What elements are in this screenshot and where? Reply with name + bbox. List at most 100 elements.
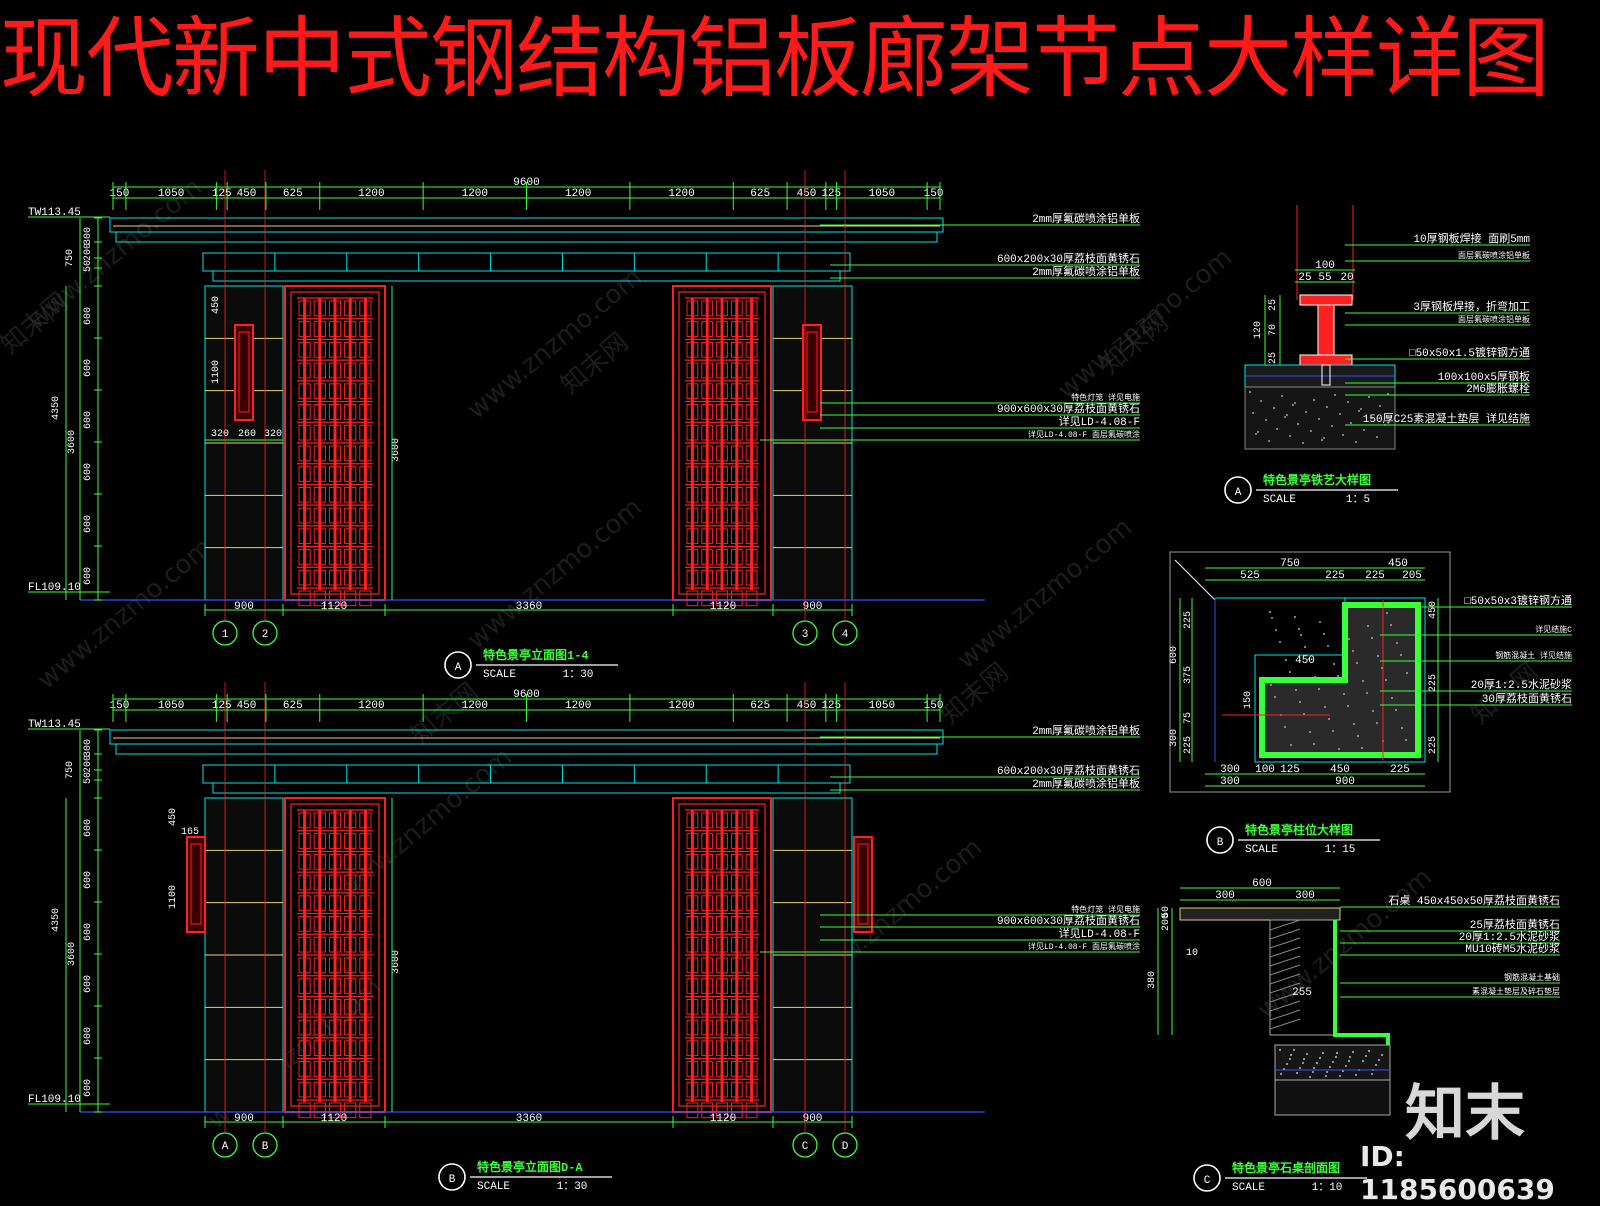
elevation2-screen-cell bbox=[328, 1040, 342, 1057]
detail-b-dim: 100 bbox=[1255, 764, 1275, 776]
elevation2-screen-cell bbox=[298, 957, 311, 974]
detail-b-dim: 450 bbox=[1428, 601, 1439, 619]
elevation1-left-dim: 200 bbox=[83, 243, 94, 261]
elevation1-screen-cell bbox=[701, 300, 714, 317]
elevation1-screen-cell bbox=[313, 590, 326, 607]
elevation2-screen-cell bbox=[313, 812, 326, 829]
elevation1-screen-cell bbox=[328, 424, 342, 441]
elevation1-screen-cell bbox=[730, 590, 743, 607]
elevation1-screen-cell bbox=[745, 486, 758, 503]
elevation2-screen-cell bbox=[344, 833, 357, 849]
elevation2-screen-cell bbox=[328, 998, 342, 1015]
detail-c-dim: 600 bbox=[1252, 878, 1272, 890]
elevation1-screen-cell bbox=[730, 383, 743, 400]
elevation2-left-dim: 600 bbox=[83, 923, 94, 941]
elevation1-title-block-tag-circle bbox=[444, 651, 472, 679]
elevation1-screen-cell bbox=[686, 466, 699, 482]
elevation2-screen-cell bbox=[298, 998, 311, 1015]
detail-c-aggregate bbox=[1319, 1057, 1321, 1059]
detail-c-aggregate bbox=[1329, 1066, 1331, 1068]
elevation1-note: 600x200x30厚荔枝面黄锈石 bbox=[997, 251, 1140, 266]
elevation1-screen-cell bbox=[298, 528, 311, 545]
elevation2-screen-cell bbox=[745, 1081, 758, 1098]
detail-a-note: 150厚C25素混凝土垫层 详见结施 bbox=[1363, 411, 1530, 426]
elevation1-screen-cell bbox=[730, 362, 743, 379]
elevation2-left-dim: 600 bbox=[83, 819, 94, 837]
detail-c-aggregate bbox=[1352, 1051, 1354, 1053]
detail-b-dim: 300 bbox=[1220, 764, 1240, 776]
detail-b-dim: 300 bbox=[1169, 729, 1180, 747]
detail-c-hatch bbox=[1269, 982, 1301, 994]
detail-a-note: 3厚钢板焊接，折弯加工 bbox=[1413, 299, 1530, 314]
elevation1-top-dim: 125 bbox=[821, 188, 841, 200]
elevation1-top-dim: 1200 bbox=[462, 188, 488, 200]
detail-a-title-block-scale: 1：5 bbox=[1346, 494, 1370, 506]
detail-a-aggregate bbox=[1310, 430, 1312, 432]
elevation2-screen-cell bbox=[701, 895, 714, 912]
elevation2-top-dim: 125 bbox=[821, 700, 841, 712]
elevation1-screen-cell bbox=[298, 300, 311, 317]
elevation2-axis-B: B bbox=[262, 1141, 269, 1153]
detail-a-aggregate bbox=[1368, 396, 1370, 398]
detail-a-aggregate bbox=[1371, 417, 1373, 419]
elevation1-screen-cell bbox=[359, 341, 372, 358]
elevation2-screen-cell bbox=[686, 1102, 699, 1119]
elevation2-left-dim: 600 bbox=[83, 1079, 94, 1097]
elevation1-screen-cell bbox=[313, 569, 326, 586]
elevation1-beam-cap bbox=[212, 270, 841, 282]
detail-c-hatch bbox=[1269, 928, 1301, 940]
detail-c-hatch bbox=[1269, 1018, 1301, 1030]
elevation1-axis-1-circle bbox=[212, 620, 238, 646]
watermark-text: www.znzmo.com bbox=[952, 512, 1138, 675]
elevation2-top-dim: 1200 bbox=[668, 700, 694, 712]
elevation1-screen-cell bbox=[716, 424, 728, 441]
elevation2-screen-cell bbox=[344, 998, 357, 1015]
detail-c-dim: 50 bbox=[1161, 906, 1172, 918]
detail-b-hatch bbox=[1327, 645, 1329, 647]
detail-b-title-block-scale-label: SCALE bbox=[1245, 844, 1278, 856]
elevation2-screen-cell bbox=[313, 895, 326, 912]
detail-a-aggregate bbox=[1323, 437, 1325, 439]
elevation1-screen-cell bbox=[745, 383, 758, 400]
elevation1-lantern bbox=[234, 324, 254, 421]
elevation1-screen-cell bbox=[716, 590, 728, 607]
elevation2-screen-cell bbox=[730, 1061, 743, 1077]
elevation2-screen-cell bbox=[686, 978, 699, 994]
elevation1-screen-cell bbox=[716, 383, 728, 400]
detail-a-aggregate bbox=[1292, 404, 1294, 406]
elevation1-screen-cell bbox=[686, 549, 699, 565]
elevation1-screen-cell bbox=[313, 321, 326, 337]
detail-a-dim: 70 bbox=[1268, 324, 1279, 336]
detail-c-title-block-scale-label: SCALE bbox=[1232, 1182, 1265, 1194]
detail-b-frame bbox=[1169, 551, 1451, 793]
elevation2-bottom-dim: 1120 bbox=[321, 1113, 347, 1125]
elevation2-screen-cell bbox=[359, 812, 372, 829]
elevation2-bottom-dim: 900 bbox=[234, 1113, 254, 1125]
detail-c-hatch bbox=[1269, 937, 1301, 949]
detail-b-dim: 225 bbox=[1428, 674, 1439, 692]
elevation2-note: 2mm厚氟碳喷涂铝单板 bbox=[1032, 723, 1140, 738]
detail-b-hatch bbox=[1342, 620, 1344, 622]
elevation1-screen-cell bbox=[313, 466, 326, 482]
detail-b-dim: 600 bbox=[1169, 646, 1180, 664]
elevation1-screen-cell bbox=[359, 486, 372, 503]
elevation1-screen-cell bbox=[359, 528, 372, 545]
detail-a-aggregate bbox=[1313, 399, 1315, 401]
elevation2-left-dim: 200 bbox=[83, 755, 94, 773]
detail-b-note: 详见结施C bbox=[1535, 624, 1572, 635]
elevation1-screen-cell bbox=[344, 300, 357, 317]
detail-c-aggregate bbox=[1339, 1075, 1341, 1077]
elevation2-screen-cell bbox=[298, 1040, 311, 1057]
detail-c-hatch bbox=[1269, 1000, 1301, 1012]
elevation2-screen-cell bbox=[716, 833, 728, 849]
elevation1-screen-cell bbox=[298, 507, 311, 524]
elevation2-screen-cell bbox=[313, 936, 326, 953]
elevation2-screen-cell bbox=[686, 1081, 699, 1098]
elevation2-screen-cell bbox=[313, 874, 326, 891]
detail-a-aggregate bbox=[1286, 414, 1288, 416]
elevation2-screen-cell bbox=[359, 1081, 372, 1098]
elevation2-screen-cell bbox=[359, 833, 372, 849]
elevation1-top-dim: 625 bbox=[283, 188, 303, 200]
elevation1-screen-cell bbox=[745, 404, 758, 420]
detail-c-gravel bbox=[1274, 1079, 1391, 1116]
